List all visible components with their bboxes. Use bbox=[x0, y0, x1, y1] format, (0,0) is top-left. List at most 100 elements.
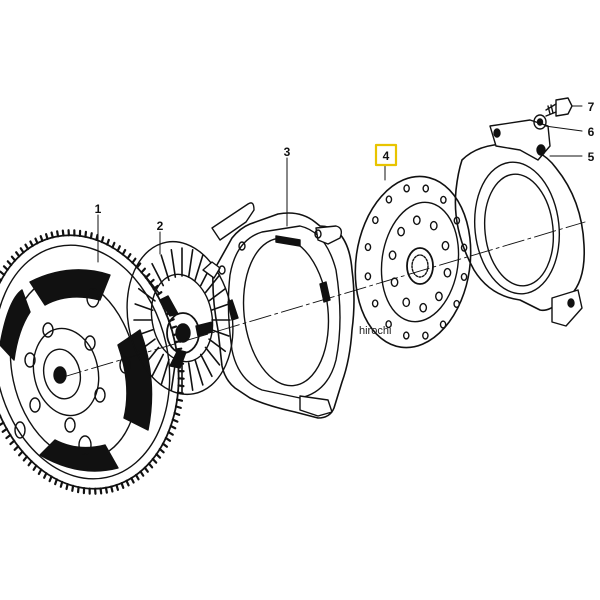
gear-tooth bbox=[125, 479, 130, 487]
flywheel-ring-gear-inner bbox=[0, 244, 171, 480]
pressure-plate-hole bbox=[238, 241, 246, 251]
gear-tooth bbox=[143, 466, 149, 473]
clutch-disc-hub-tab bbox=[195, 321, 213, 337]
callout-part-6: 6 bbox=[588, 125, 595, 139]
gear-tooth bbox=[110, 485, 114, 493]
clutch-disc-hub-tab bbox=[159, 295, 179, 317]
gear-tooth bbox=[71, 484, 75, 492]
ring-plate-bracket-hole bbox=[493, 128, 501, 138]
callout-labels: 1 2 3 4 5 6 7 hirochi bbox=[95, 100, 595, 337]
gear-tooth bbox=[61, 229, 65, 237]
spring-finger bbox=[134, 303, 154, 312]
gear-tooth bbox=[158, 447, 165, 454]
spring-finger bbox=[160, 358, 170, 386]
gear-tooth bbox=[76, 486, 80, 494]
pressure-plate-slot bbox=[319, 281, 331, 303]
clutch-disc-hub-tab bbox=[169, 349, 187, 369]
spring-finger bbox=[208, 338, 227, 353]
spring-finger bbox=[194, 254, 204, 282]
part-2-clutch-disc[interactable] bbox=[115, 233, 244, 403]
leader-line-part-6 bbox=[544, 125, 583, 132]
gear-tooth bbox=[174, 405, 182, 409]
pressure-plate-slot bbox=[227, 299, 239, 321]
gear-tooth bbox=[156, 291, 163, 297]
pressure-plate-slot bbox=[275, 235, 301, 247]
rivet-hole bbox=[440, 195, 447, 204]
bolt-head bbox=[555, 97, 573, 117]
gear-tooth bbox=[32, 464, 38, 471]
rivet-hole bbox=[385, 195, 393, 204]
pressure-plate-flange-right bbox=[315, 225, 343, 245]
flywheel-bolt-hole bbox=[24, 352, 36, 368]
rivet-hole bbox=[435, 291, 443, 302]
spring-finger bbox=[137, 338, 156, 353]
part-6-washer[interactable] bbox=[533, 114, 547, 130]
flywheel-dark-segment bbox=[29, 269, 111, 306]
rivet-hole bbox=[403, 184, 410, 193]
gear-tooth bbox=[106, 238, 110, 246]
gear-tooth bbox=[59, 480, 64, 488]
rivet-hole bbox=[372, 216, 379, 225]
pressure-plate-hole bbox=[314, 229, 322, 239]
callout-part-5: 5 bbox=[588, 150, 595, 164]
rivet-hole bbox=[453, 299, 460, 308]
gear-tooth bbox=[115, 483, 120, 491]
gear-tooth bbox=[84, 230, 88, 238]
gear-tooth bbox=[167, 431, 174, 436]
friction-disc-middle bbox=[380, 201, 460, 323]
flywheel-bolt-hole bbox=[42, 322, 54, 338]
pressure-plate-flange-top bbox=[211, 202, 255, 241]
flywheel-bolt-hole bbox=[14, 421, 26, 439]
gear-tooth bbox=[176, 398, 184, 402]
gear-tooth bbox=[131, 257, 137, 264]
gear-tooth bbox=[95, 233, 99, 242]
gear-tooth bbox=[44, 233, 49, 241]
clutch-disc-hub-center bbox=[175, 323, 191, 343]
rivet-hole bbox=[388, 250, 397, 261]
assembly-axis-line bbox=[59, 221, 586, 379]
gear-tooth bbox=[0, 270, 6, 277]
rivet-hole bbox=[385, 320, 392, 329]
ring-plate-tab-bottom bbox=[551, 289, 583, 327]
gear-tooth bbox=[2, 265, 9, 271]
flywheel-hub-inner bbox=[42, 348, 82, 400]
gear-tooth bbox=[116, 245, 121, 252]
spring-finger bbox=[160, 254, 170, 282]
clutch-disc-spring-fingers bbox=[133, 247, 231, 393]
rivet-hole bbox=[439, 320, 447, 329]
gear-tooth bbox=[34, 237, 39, 245]
gear-tooth bbox=[56, 230, 60, 238]
flywheel-dark-segment bbox=[39, 439, 119, 472]
spring-finger bbox=[194, 358, 204, 386]
rivet-hole bbox=[441, 240, 450, 251]
gear-tooth bbox=[169, 424, 177, 430]
gear-tooth bbox=[29, 240, 34, 248]
gear-tooth bbox=[151, 457, 158, 464]
flywheel-hub bbox=[32, 327, 100, 417]
pressure-plate-outline bbox=[212, 212, 355, 419]
part-1-flywheel[interactable] bbox=[0, 217, 202, 507]
part-7-bolt[interactable] bbox=[545, 97, 573, 117]
spring-finger bbox=[210, 328, 230, 337]
part-3-pressure-plate[interactable] bbox=[202, 202, 355, 419]
ring-plate-tab-hole bbox=[567, 298, 575, 308]
spring-finger bbox=[151, 353, 165, 378]
flywheel-bolt-hole bbox=[86, 288, 100, 308]
rivet-hole bbox=[402, 331, 410, 340]
callout-part-1: 1 bbox=[95, 202, 102, 216]
gear-tooth bbox=[170, 325, 178, 330]
spring-finger bbox=[204, 346, 221, 366]
gear-tooth bbox=[19, 247, 25, 254]
spring-finger bbox=[143, 274, 160, 294]
rivet-hole bbox=[397, 226, 405, 237]
gear-tooth bbox=[111, 241, 116, 249]
spring-finger bbox=[134, 328, 154, 337]
callout-part-3: 3 bbox=[284, 145, 291, 159]
rivet-hole bbox=[419, 302, 428, 313]
pressure-plate-flange-bottom bbox=[299, 395, 333, 417]
gear-tooth bbox=[0, 278, 3, 282]
ring-plate-opening-inner bbox=[483, 173, 555, 287]
part-5-ring-plate[interactable] bbox=[454, 119, 586, 327]
ring-plate-bracket-hole bbox=[536, 144, 546, 156]
